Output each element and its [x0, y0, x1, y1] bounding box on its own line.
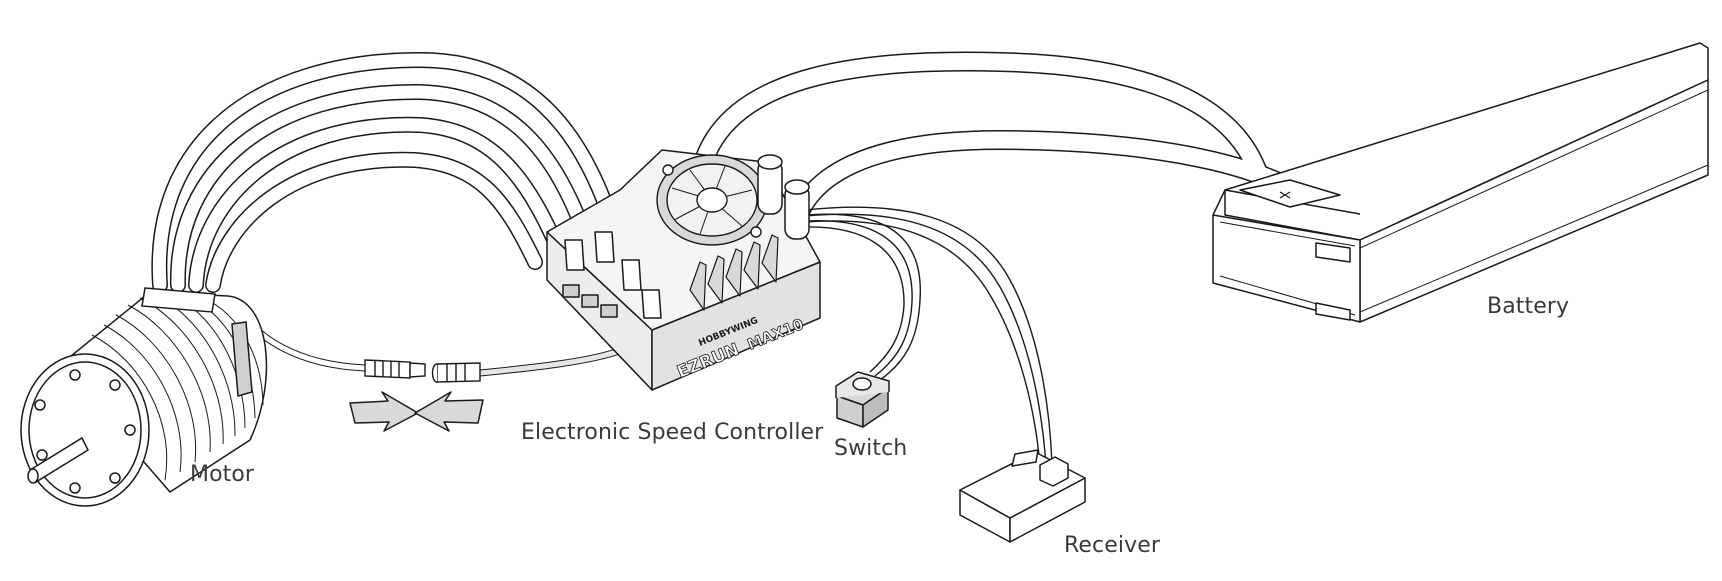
arrow-left-icon	[414, 391, 484, 432]
esc-fan	[656, 154, 768, 246]
battery-connector-plate	[1239, 179, 1341, 208]
esc: HOBBYWING EZRUN MAX10	[546, 149, 821, 391]
battery-symbol-icon	[1279, 191, 1291, 199]
switch-wires	[804, 213, 921, 381]
arrow-right-icon	[349, 391, 419, 432]
esc-side-ports	[562, 284, 618, 318]
sensor-connector-female	[431, 362, 481, 383]
switch-button-icon	[852, 377, 872, 391]
receiver-wires	[804, 206, 1053, 466]
esc-wire-ferrules	[564, 231, 662, 319]
connect-arrows	[349, 391, 484, 432]
label-receiver: Receiver	[1064, 533, 1160, 558]
fan-hub-icon	[696, 187, 728, 213]
esc-heatsink-fins	[689, 234, 779, 311]
receiver-plug	[1039, 456, 1069, 487]
motor-wires	[151, 51, 628, 293]
receiver	[959, 449, 1086, 543]
sensor-connector-male	[364, 359, 426, 379]
motor-bolt-holes	[34, 369, 136, 494]
label-motor: Motor	[190, 462, 255, 487]
switch	[835, 371, 890, 428]
battery	[1212, 42, 1709, 323]
label-esc: Electronic Speed Controller	[521, 420, 824, 445]
label-battery: Battery	[1487, 294, 1570, 319]
receiver-antenna-mount	[1011, 449, 1039, 467]
battery-left-end	[1212, 214, 1361, 323]
motor-label-strip	[231, 321, 253, 397]
esc-capacitors	[757, 154, 810, 240]
sensor-cable	[228, 296, 626, 377]
motor	[20, 287, 268, 507]
motor-shaft	[27, 436, 89, 484]
motor-wire-collar	[141, 287, 216, 313]
label-switch: Switch	[834, 436, 908, 461]
